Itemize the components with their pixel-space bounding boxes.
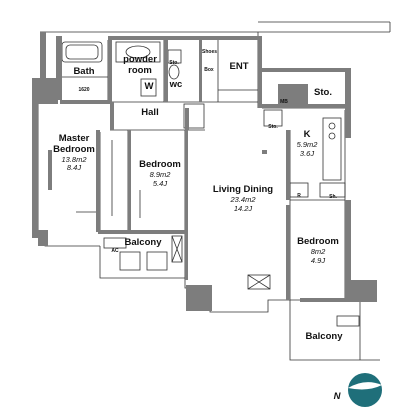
room-storage: Sto. (314, 87, 332, 98)
room-ent: ENT (229, 61, 249, 72)
fridge-label: R (297, 193, 301, 199)
room-master-bedroom: Master Bedroom 13.8m2 8.4J (53, 133, 95, 173)
room-living-dining: Living Dining 23.4m2 14.2J (212, 184, 274, 213)
compass-icon (348, 373, 382, 407)
room-bedroom-1: Bedroom 8.9m2 5.4J (139, 159, 181, 188)
north-label: N (333, 391, 341, 402)
room-bath: Bath 1620 (73, 66, 95, 93)
shoes-box-label: Shoes Box (202, 49, 218, 74)
kitchen-storage-label: Sh. (329, 194, 337, 200)
room-wc: wc (169, 79, 183, 90)
storage-small-label: Sto. (169, 60, 179, 66)
room-kitchen: K 5.9m2 3.6J (296, 129, 318, 158)
hall-storage-label: Sto. (268, 124, 278, 130)
room-hall: Hall (141, 107, 159, 118)
washer-label: W (144, 81, 154, 92)
room-bedroom-2: Bedroom 8m2 4.9J (297, 236, 339, 265)
mb-label: MB (280, 99, 288, 105)
room-balcony-1: Balcony (124, 237, 162, 248)
walls (32, 32, 377, 311)
room-balcony-2: Balcony (305, 331, 343, 342)
ac-label: AC (111, 248, 119, 254)
room-powder: powder room (123, 54, 157, 76)
